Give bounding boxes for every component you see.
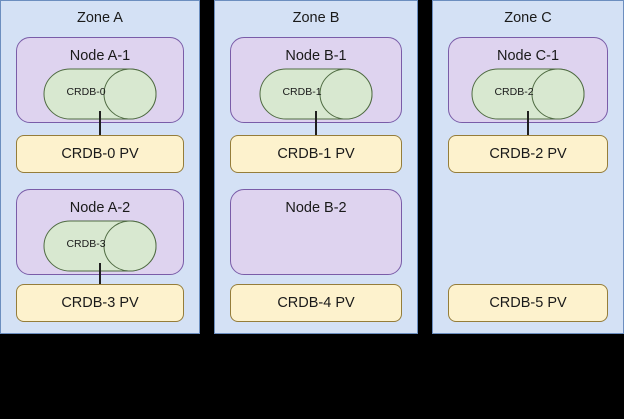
zone-title: Zone B bbox=[292, 10, 340, 26]
pod-pv-connector bbox=[99, 263, 101, 284]
pod-pv-connector bbox=[315, 111, 317, 135]
pv-crdb-5-pv: CRDB-5 PV bbox=[448, 284, 608, 322]
pv-label: CRDB-1 PV bbox=[277, 145, 355, 162]
node-title: Node B-2 bbox=[285, 200, 347, 216]
node-title: Node A-2 bbox=[69, 200, 131, 216]
pv-label: CRDB-2 PV bbox=[489, 145, 567, 162]
cylinder-icon bbox=[43, 68, 157, 120]
node-title: Node C-1 bbox=[496, 48, 560, 64]
pv-crdb-0-pv: CRDB-0 PV bbox=[16, 135, 184, 173]
pod-pv-connector bbox=[527, 111, 529, 135]
pv-label: CRDB-4 PV bbox=[277, 294, 355, 311]
node-node-b-2: Node B-2 bbox=[230, 189, 402, 275]
pv-crdb-4-pv: CRDB-4 PV bbox=[230, 284, 402, 322]
cylinder-icon bbox=[471, 68, 585, 120]
pv-label: CRDB-3 PV bbox=[61, 294, 139, 311]
node-title: Node B-1 bbox=[285, 48, 347, 64]
pv-label: CRDB-0 PV bbox=[61, 145, 139, 162]
node-title: Node A-1 bbox=[69, 48, 131, 64]
pv-crdb-2-pv: CRDB-2 PV bbox=[448, 135, 608, 173]
pv-crdb-3-pv: CRDB-3 PV bbox=[16, 284, 184, 322]
pv-label: CRDB-5 PV bbox=[489, 294, 567, 311]
cylinder-icon bbox=[259, 68, 373, 120]
pv-crdb-1-pv: CRDB-1 PV bbox=[230, 135, 402, 173]
pod-pv-connector bbox=[99, 111, 101, 135]
zone-title: Zone A bbox=[77, 10, 123, 26]
cylinder-icon bbox=[43, 220, 157, 272]
zone-title: Zone C bbox=[504, 10, 552, 26]
